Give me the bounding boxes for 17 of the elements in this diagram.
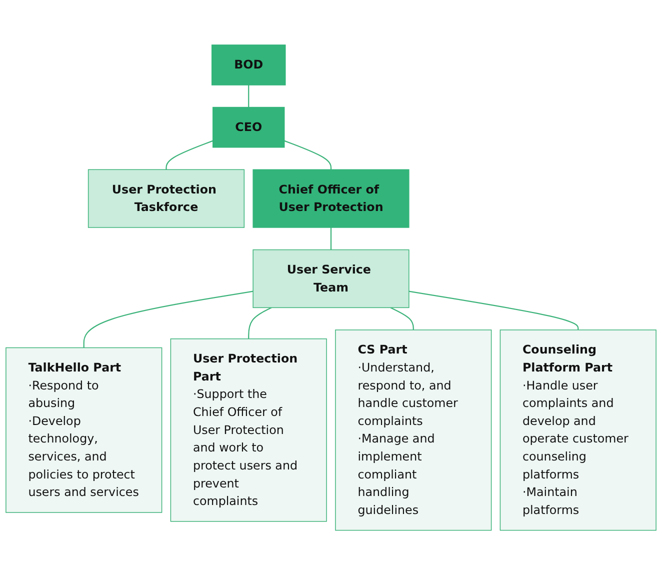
connector xyxy=(284,140,332,170)
connector xyxy=(390,307,414,330)
node-box: User Service Team xyxy=(252,249,410,308)
node-box: User Protection Part ·Support the Chief Officer of User Protection and work to protect users and prevent complaints xyxy=(170,338,327,522)
node-box: Counseling Platform Part ·Handle user complaints and develop and operate customer counseling platforms ·Maintain platforms xyxy=(500,329,656,531)
node-box: BOD xyxy=(211,44,286,86)
connector xyxy=(248,307,272,339)
node-box: Chief Officer of User Protection xyxy=(252,169,410,228)
node-box: CS Part ·Understand, respond to, and handle customer complaints ·Manage and implement compliant handling guidelines xyxy=(335,329,492,531)
node-box: CEO xyxy=(212,106,285,148)
connector xyxy=(248,84,250,108)
connector xyxy=(408,290,579,330)
node-box: TalkHello Part ·Respond to abusing ·Develop technology, services, and policies to protect users and services xyxy=(6,347,162,513)
connector xyxy=(330,227,332,250)
connector xyxy=(83,290,254,348)
node-box: User Protection Taskforce xyxy=(88,169,245,228)
connector xyxy=(166,140,214,170)
